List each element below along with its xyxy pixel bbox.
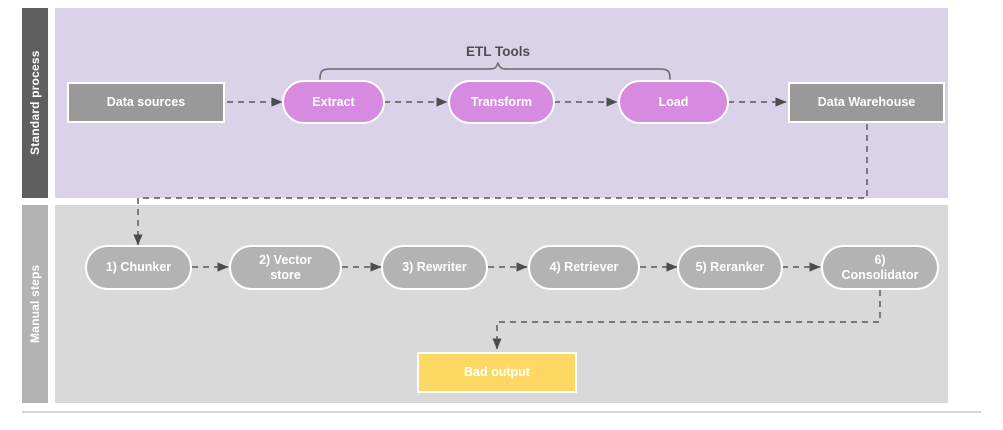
node-label-vector-store-line-1: 2) Vector bbox=[259, 252, 312, 267]
node-label-extract: Extract bbox=[312, 94, 355, 109]
node-label-load: Load bbox=[658, 94, 689, 109]
node-retriever[interactable]: 4) Retriever bbox=[528, 245, 640, 290]
node-consolidator[interactable]: 6) Consolidator bbox=[821, 245, 939, 290]
node-extract[interactable]: Extract bbox=[282, 80, 385, 124]
bottom-divider bbox=[22, 411, 981, 413]
node-transform[interactable]: Transform bbox=[448, 80, 555, 124]
node-vector-store[interactable]: 2) Vector store bbox=[229, 245, 342, 290]
node-label-rewriter: 3) Rewriter bbox=[402, 260, 467, 275]
node-label-vector-store-line-2: store bbox=[270, 267, 301, 282]
lane-header-manual-steps: Manual steps bbox=[22, 205, 48, 403]
node-data-warehouse[interactable]: Data Warehouse bbox=[788, 82, 945, 123]
lane-label-manual-steps: Manual steps bbox=[28, 264, 42, 344]
node-label-retriever: 4) Retriever bbox=[549, 260, 619, 275]
node-reranker[interactable]: 5) Reranker bbox=[677, 245, 783, 290]
etl-tools-label: ETL Tools bbox=[466, 44, 530, 59]
node-label-bad-output: Bad output bbox=[464, 365, 530, 380]
node-label-transform: Transform bbox=[470, 94, 533, 109]
node-rewriter[interactable]: 3) Rewriter bbox=[381, 245, 488, 290]
lane-header-standard-process: Standard process bbox=[22, 8, 48, 198]
node-label-reranker: 5) Reranker bbox=[695, 260, 765, 275]
node-label-chunker: 1) Chunker bbox=[105, 260, 172, 275]
node-bad-output[interactable]: Bad output bbox=[417, 352, 577, 393]
node-chunker[interactable]: 1) Chunker bbox=[85, 245, 192, 290]
node-label-consolidator-line-1: 6) bbox=[874, 252, 886, 267]
node-load[interactable]: Load bbox=[618, 80, 729, 124]
node-data-sources[interactable]: Data sources bbox=[67, 82, 225, 123]
node-label-consolidator-line-2: Consolidator bbox=[841, 267, 919, 282]
node-label-data-sources: Data sources bbox=[106, 95, 186, 110]
lane-label-standard-process: Standard process bbox=[28, 50, 42, 156]
node-label-data-warehouse: Data Warehouse bbox=[817, 95, 916, 110]
